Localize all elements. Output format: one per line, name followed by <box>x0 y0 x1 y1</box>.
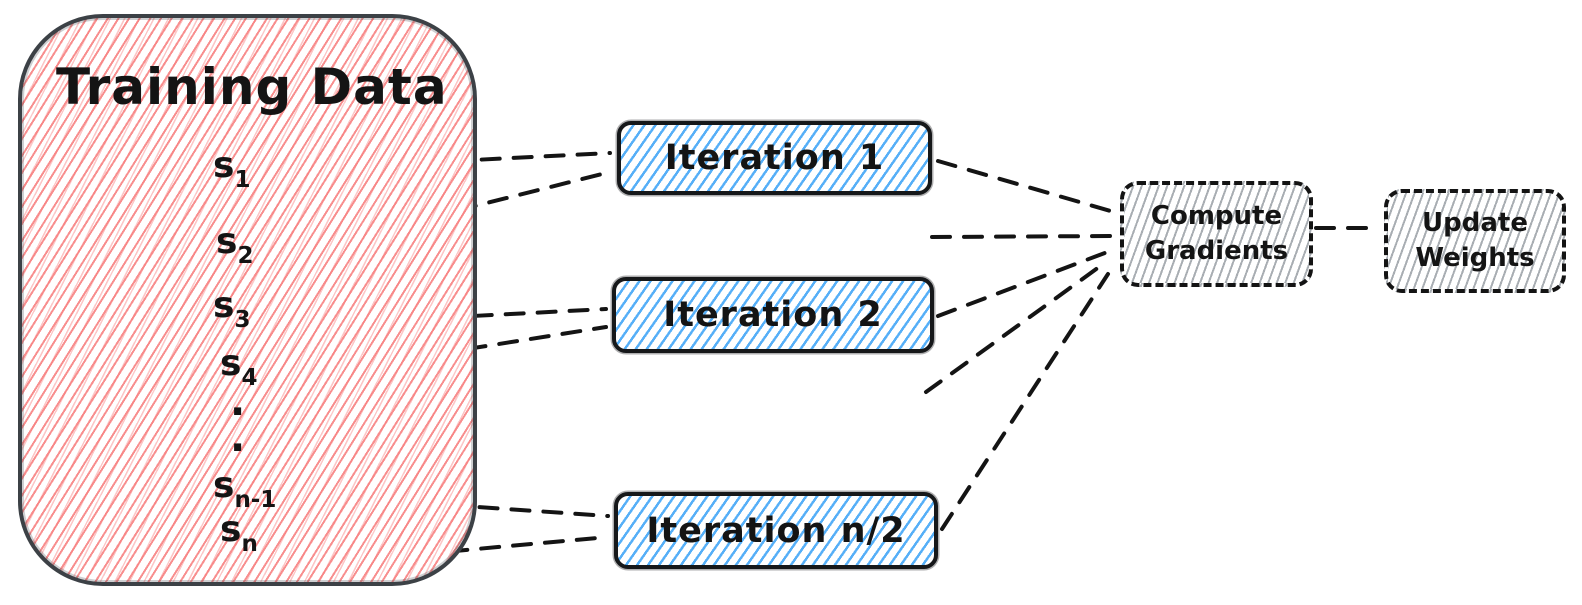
edge-mid1-compute-gradients <box>930 234 1114 239</box>
update-weights-line1: Update <box>1422 207 1528 238</box>
sample-s3: s3 <box>213 285 251 333</box>
iteration-1-box: Iteration 1 <box>617 121 932 195</box>
ellipsis-dot: · <box>230 425 246 471</box>
sample-sn-1: sn-1 <box>213 465 277 513</box>
iteration-2-label: Iteration 2 <box>663 295 883 335</box>
edge-iteration2-compute-gradients <box>936 249 1112 318</box>
sample-s2: s2 <box>216 221 254 269</box>
edge-mid2-compute-gradients <box>924 260 1108 394</box>
compute-gradients-line1: Compute <box>1150 200 1283 231</box>
iteration-1-label: Iteration 1 <box>664 138 885 178</box>
update-weights-line2: Weights <box>1415 243 1535 273</box>
iteration-2-box: Iteration 2 <box>612 277 934 353</box>
sample-s4: s4 <box>220 343 258 391</box>
compute-gradients-box: Compute Gradients <box>1120 181 1313 287</box>
edge-iteration1-compute-gradients <box>936 159 1116 214</box>
sample-s1: s1 <box>213 145 251 193</box>
edge-iteration-n2-compute-gradients <box>940 272 1110 531</box>
compute-gradients-line2: Gradients <box>1144 236 1289 266</box>
ellipsis-dot: · <box>230 389 246 435</box>
training-data-box <box>18 14 477 586</box>
update-weights-box: Update Weights <box>1384 189 1566 293</box>
training-data-title: Training Data <box>56 58 448 116</box>
sample-sn: sn <box>220 509 258 557</box>
iteration-n2-box: Iteration n/2 <box>614 492 938 569</box>
iteration-n2-label: Iteration n/2 <box>646 510 906 551</box>
